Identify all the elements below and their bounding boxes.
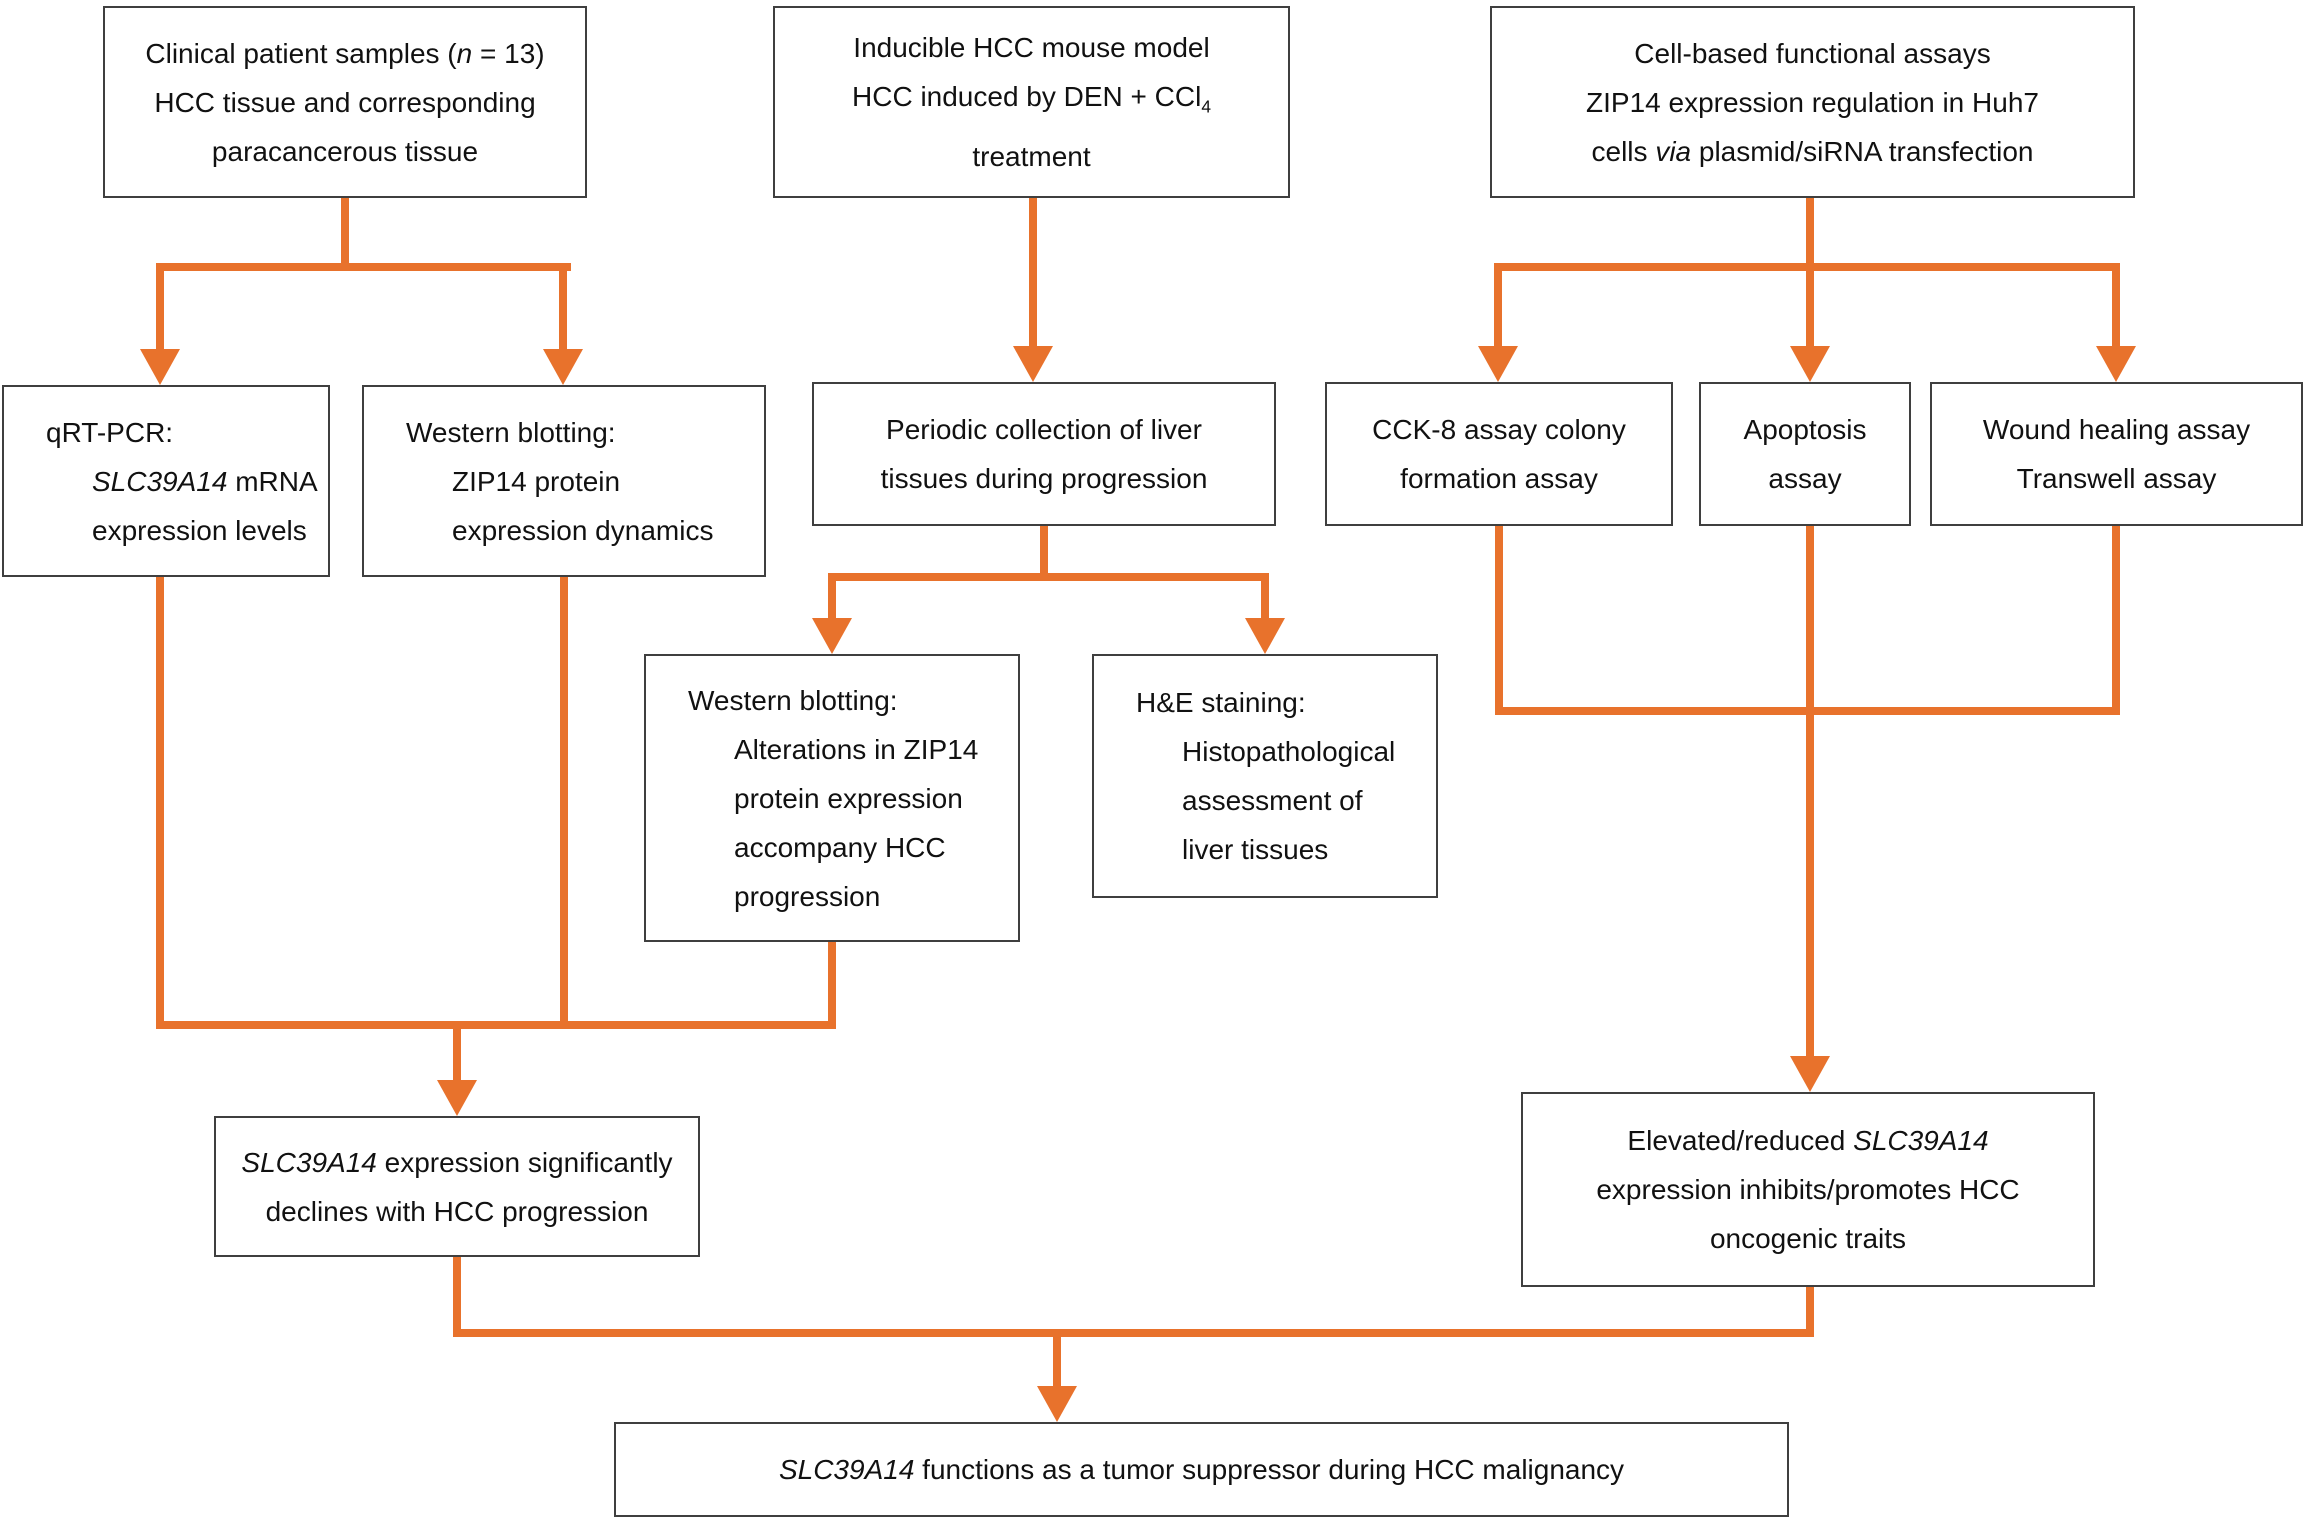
- arrowhead-to-apoptosis: [1790, 346, 1830, 382]
- arrowhead-to-wound: [2096, 346, 2136, 382]
- connector-cellassays-to-wound: [2112, 263, 2120, 348]
- arrowhead-to-alterations: [812, 618, 852, 654]
- connector-wbdynamics-down: [560, 577, 568, 1029]
- connector-wound-down: [2112, 526, 2120, 715]
- connector-periodic-to-he: [1261, 573, 1269, 620]
- connector-alterations-down: [828, 942, 836, 1029]
- connector-bottom-merge-rail: [453, 1329, 1814, 1337]
- box-conclusion: SLC39A14 functions as a tumor suppressor…: [614, 1422, 1789, 1517]
- arrowhead-to-he: [1245, 618, 1285, 654]
- arrowhead-to-declines: [437, 1080, 477, 1116]
- arrowhead-to-periodic: [1013, 346, 1053, 382]
- connector-apoptosis-to-elevated: [1806, 526, 1814, 1058]
- connector-periodic-split-rail: [828, 573, 1269, 581]
- connector-mouse-to-periodic: [1029, 198, 1037, 348]
- connector-cck8-down: [1495, 526, 1503, 715]
- connector-merge-to-conclusion: [1053, 1337, 1061, 1388]
- connector-left-merge-rail: [156, 1021, 836, 1029]
- connector-cellassays-stem: [1806, 198, 1814, 271]
- arrowhead-to-cck8: [1478, 346, 1518, 382]
- arrowhead-to-qrtpcr: [140, 349, 180, 385]
- connector-periodic-stem: [1040, 526, 1048, 581]
- arrowhead-to-elevated: [1790, 1056, 1830, 1092]
- box-clinical-samples: Clinical patient samples (n = 13)HCC tis…: [103, 6, 587, 198]
- connector-clinical-split-rail: [156, 263, 571, 271]
- arrowhead-to-conclusion: [1037, 1386, 1077, 1422]
- connector-declines-down: [453, 1257, 461, 1337]
- connector-qrtpcr-down: [156, 577, 164, 1029]
- arrowhead-to-wbdynamics: [543, 349, 583, 385]
- connector-merge-to-declines: [453, 1029, 461, 1082]
- connector-clinical-to-wbdynamics: [559, 263, 567, 352]
- connector-elevated-down: [1806, 1287, 1814, 1337]
- box-text: Clinical patient samples (n = 13)HCC tis…: [145, 37, 545, 167]
- box-text: SLC39A14 functions as a tumor suppressor…: [778, 1454, 1625, 1485]
- connector-cellassays-to-apoptosis: [1806, 263, 1814, 348]
- connector-clinical-to-qrtpcr: [156, 263, 164, 352]
- connector-cellassays-to-cck8: [1494, 263, 1502, 348]
- connector-clinical-stem: [341, 198, 349, 271]
- connector-periodic-to-alterations: [828, 573, 836, 620]
